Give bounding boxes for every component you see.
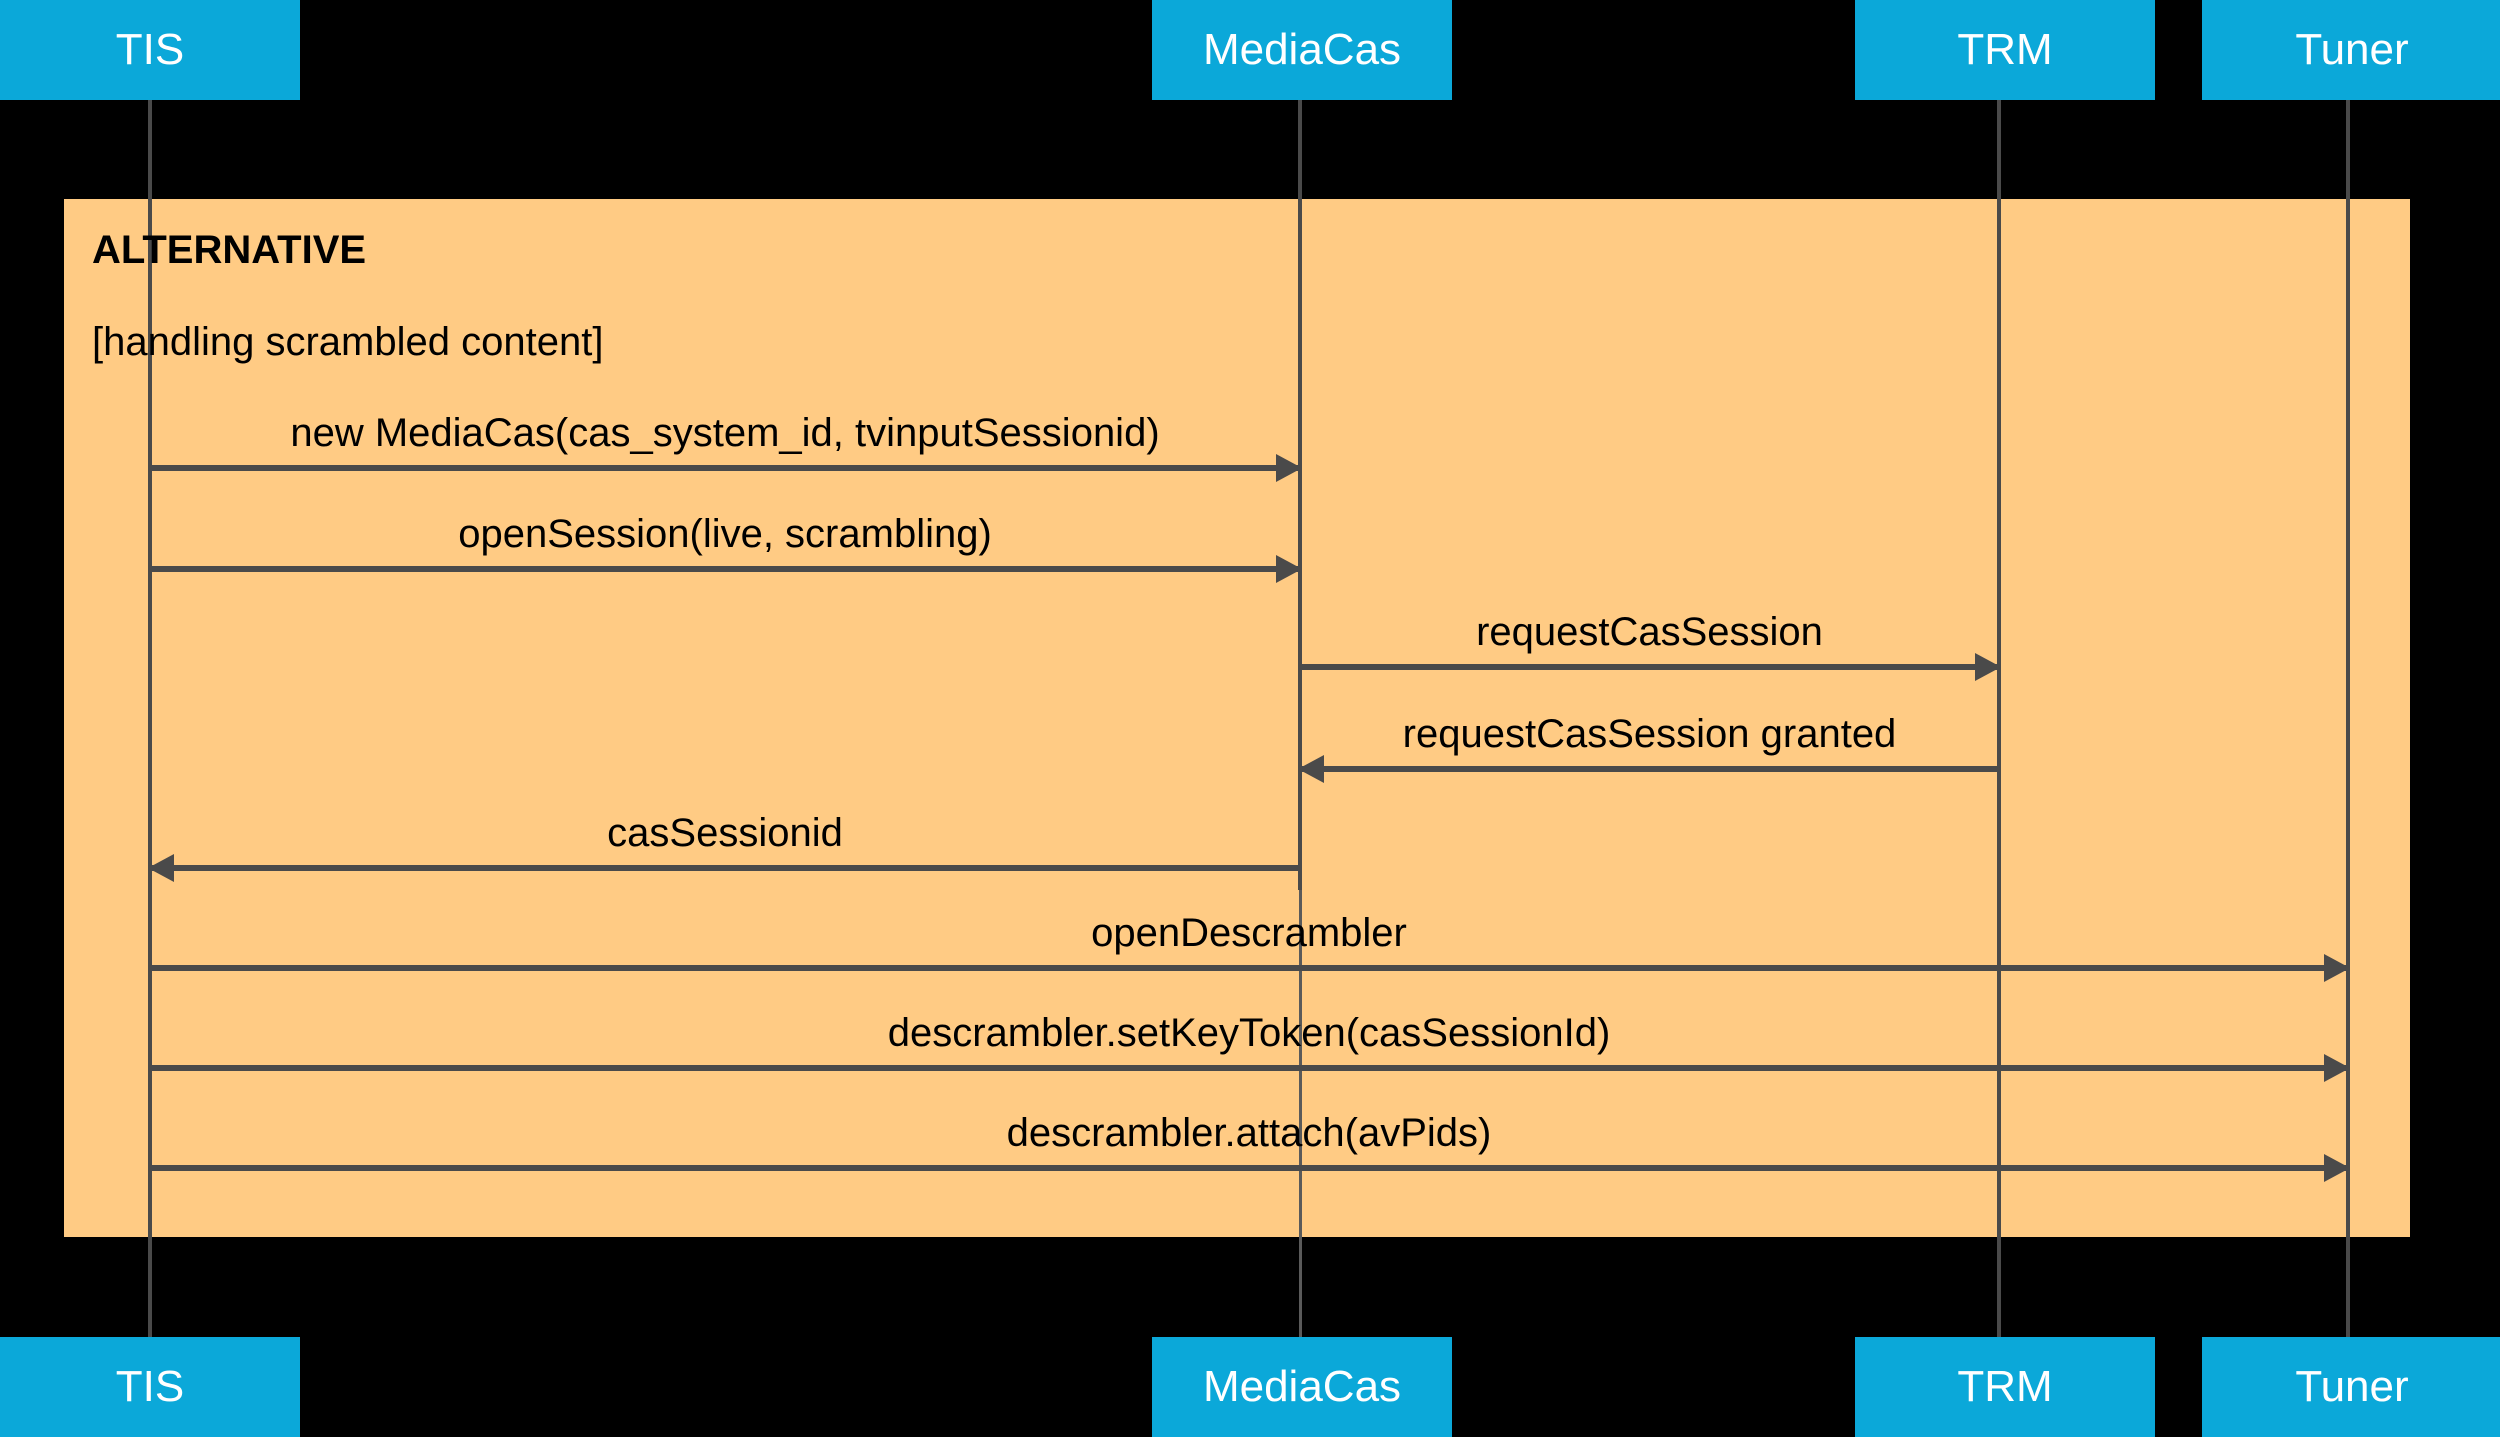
- arrowhead-left-icon: [148, 854, 174, 882]
- fragment-operator-label: ALTERNATIVE: [92, 228, 367, 272]
- actor-footer-trm-label: TRM: [1957, 1362, 2053, 1411]
- message-label: openDescrambler: [1091, 911, 1407, 955]
- message-label: requestCasSession: [1476, 610, 1823, 654]
- actor-header-mediacas[interactable]: MediaCas: [1152, 0, 1452, 100]
- arrowhead-right-icon: [2324, 1154, 2350, 1182]
- message-line: [150, 965, 2348, 971]
- actor-header-tis[interactable]: TIS: [0, 0, 300, 100]
- arrowhead-right-icon: [2324, 954, 2350, 982]
- actor-header-mediacas-label: MediaCas: [1202, 25, 1402, 74]
- arrowhead-left-icon: [1298, 755, 1324, 783]
- message-label: openSession(live, scrambling): [458, 512, 992, 556]
- message-line: [150, 465, 1300, 471]
- actor-header-tuner-label: Tuner: [2295, 25, 2409, 74]
- message-line: [1300, 766, 1999, 772]
- actor-header-trm[interactable]: TRM: [1855, 0, 2155, 100]
- actor-footer-tuner-label: Tuner: [2295, 1362, 2409, 1411]
- message-label: new MediaCas(cas_system_id, tvinputSessi…: [290, 411, 1160, 455]
- message-line: [1300, 664, 1999, 670]
- arrowhead-right-icon: [1975, 653, 2001, 681]
- actor-footer-tis[interactable]: TIS: [0, 1337, 300, 1437]
- arrowhead-right-icon: [1276, 454, 1302, 482]
- fragment-guard-label: [handling scrambled content]: [92, 320, 604, 364]
- combined-fragment-alternative: [64, 199, 2410, 1237]
- message-label: descrambler.attach(avPids): [1006, 1111, 1492, 1155]
- actor-footer-tis-label: TIS: [115, 1362, 185, 1411]
- message-line: [150, 865, 1300, 871]
- lifeline-mediacas-overlay: [1298, 199, 1302, 890]
- actor-footer-trm[interactable]: TRM: [1855, 1337, 2155, 1437]
- message-label: requestCasSession granted: [1402, 712, 1897, 756]
- message-label: casSessionid: [607, 811, 843, 855]
- lifeline-trm-overlay: [1997, 199, 2001, 1237]
- message-label: descrambler.setKeyToken(casSessionId): [887, 1011, 1611, 1055]
- lifeline-tuner-overlay: [2346, 199, 2350, 1237]
- lifeline-mediacas-tail-overlay: [1299, 890, 1302, 1237]
- actor-footer-tuner[interactable]: Tuner: [2202, 1337, 2500, 1437]
- lifeline-tis-overlay: [148, 199, 152, 1237]
- actor-footer-mediacas[interactable]: MediaCas: [1152, 1337, 1452, 1437]
- arrowhead-right-icon: [2324, 1054, 2350, 1082]
- actor-footer-mediacas-label: MediaCas: [1202, 1362, 1402, 1411]
- actor-header-trm-label: TRM: [1957, 25, 2053, 74]
- actor-header-tis-label: TIS: [115, 25, 185, 74]
- message-line: [150, 566, 1300, 572]
- arrowhead-right-icon: [1276, 555, 1302, 583]
- message-line: [150, 1165, 2348, 1171]
- message-line: [150, 1065, 2348, 1071]
- actor-header-tuner[interactable]: Tuner: [2202, 0, 2500, 100]
